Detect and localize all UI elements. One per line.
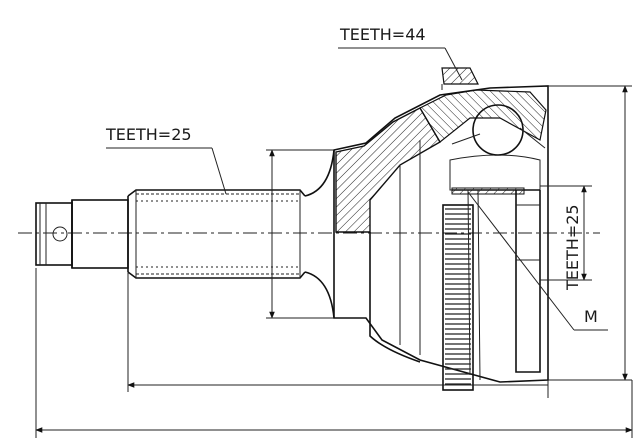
dimensions — [35, 85, 633, 438]
leaders — [106, 47, 608, 331]
shaft-teeth-label: TEETH=25 — [105, 125, 192, 144]
abs-ring — [442, 204, 474, 391]
pin-hole — [52, 226, 68, 242]
splined-shaft — [127, 149, 335, 319]
marker-label: M — [584, 307, 598, 326]
threaded-tip — [35, 199, 129, 269]
outer-teeth-label: TEETH=44 — [339, 25, 426, 44]
outer-housing — [333, 67, 549, 383]
inner-teeth-label: TEETH=25 — [563, 204, 582, 291]
